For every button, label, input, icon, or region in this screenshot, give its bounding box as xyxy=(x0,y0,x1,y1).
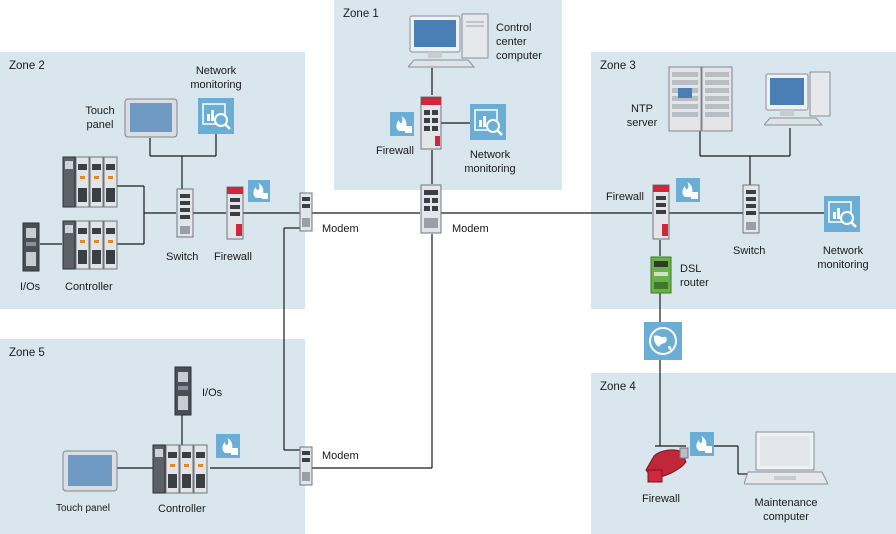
ntp-server-label: NTP server xyxy=(622,102,662,130)
zone2-touch-panel[interactable] xyxy=(124,98,178,138)
zone3-computer[interactable] xyxy=(764,70,832,130)
zone-title: Zone 1 xyxy=(343,8,379,20)
flame-wall-icon xyxy=(676,178,700,202)
zone2-controller-bottom[interactable] xyxy=(62,220,118,270)
zone3-network-monitoring-label: Network monitoring xyxy=(812,244,874,272)
chart-magnifier-icon[interactable] xyxy=(470,104,506,140)
flame-wall-icon xyxy=(216,434,240,458)
zone-3: Zone 3 xyxy=(591,52,896,309)
zone5-controller-label: Controller xyxy=(158,503,206,515)
zone-4: Zone 4 xyxy=(591,373,896,534)
zone3-firewall[interactable] xyxy=(652,184,670,240)
zone5-ios-module[interactable] xyxy=(174,366,192,416)
zone2-switch[interactable] xyxy=(176,188,194,238)
label-line: center xyxy=(496,36,527,48)
label-line: Control xyxy=(496,22,532,34)
zone1-modem-label: Modem xyxy=(452,223,489,235)
zone2-firewall[interactable] xyxy=(226,186,244,240)
zone2-firewall-label: Firewall xyxy=(214,251,252,263)
chart-magnifier-icon[interactable] xyxy=(198,98,234,134)
zone3-firewall-label: Firewall xyxy=(606,191,644,203)
flame-wall-icon xyxy=(390,112,414,136)
zone4-firewall-label: Firewall xyxy=(642,493,680,505)
globe-icon xyxy=(644,322,682,360)
zone2-touch-panel-label: Touch panel xyxy=(80,104,120,132)
zone-title: Zone 2 xyxy=(9,60,45,72)
label-line: computer xyxy=(763,511,809,523)
dsl-router[interactable] xyxy=(650,256,672,294)
zone2-modem[interactable] xyxy=(299,192,313,232)
zone3-switch-label: Switch xyxy=(733,245,766,257)
zone3-switch[interactable] xyxy=(742,184,760,234)
zone1-network-monitoring-label: Network monitoring xyxy=(460,148,520,176)
label-line: Maintenance xyxy=(754,497,818,509)
zone2-modem-label: Modem xyxy=(322,223,359,235)
zone5-modem-label: Modem xyxy=(322,450,359,462)
label-line: server xyxy=(626,117,658,129)
zone1-firewall-label: Firewall xyxy=(376,145,414,157)
dsl-router-label: DSL router xyxy=(680,262,709,290)
zone-title: Zone 3 xyxy=(600,60,636,72)
label-line: monitoring xyxy=(817,259,869,271)
zone5-touch-panel[interactable] xyxy=(62,450,118,492)
label-line: computer xyxy=(496,50,542,62)
zone-title: Zone 4 xyxy=(600,381,636,393)
label-line: DSL xyxy=(680,263,702,275)
zone1-firewall[interactable] xyxy=(420,96,442,150)
zone2-ios-module[interactable] xyxy=(22,222,40,272)
control-center-computer[interactable] xyxy=(408,12,490,70)
zone1-modem[interactable] xyxy=(420,184,442,234)
zone5-controller[interactable] xyxy=(152,444,210,494)
zone-title: Zone 5 xyxy=(9,347,45,359)
control-center-label: Control center computer xyxy=(496,21,542,63)
zone2-controller-top[interactable] xyxy=(62,156,118,208)
label-line: router xyxy=(680,277,709,289)
zone5-touch-panel-label: Touch panel xyxy=(56,503,110,514)
zone4-firewall-dongle[interactable] xyxy=(640,444,692,486)
flame-wall-icon xyxy=(690,432,714,456)
zone2-ios-label: I/Os xyxy=(20,281,41,293)
label-line: NTP xyxy=(631,103,653,115)
label-line: Touch xyxy=(85,105,115,117)
flame-wall-icon xyxy=(248,180,270,202)
zone5-modem[interactable] xyxy=(299,446,313,486)
label-line: Network xyxy=(822,245,864,257)
zone2-controller-label: Controller xyxy=(65,281,113,293)
maintenance-laptop[interactable] xyxy=(744,430,828,488)
zone2-switch-label: Switch xyxy=(166,251,199,263)
zone2-network-monitoring-label: Network monitoring xyxy=(186,64,246,92)
zone-5: Zone 5 xyxy=(0,339,305,534)
label-line: panel xyxy=(86,119,114,131)
zone5-ios-label: I/Os xyxy=(202,387,223,399)
maintenance-computer-label: Maintenance computer xyxy=(752,496,820,524)
label-line: monitoring xyxy=(190,79,242,91)
label-line: Network xyxy=(469,149,511,161)
chart-magnifier-icon[interactable] xyxy=(824,196,860,232)
ntp-server[interactable] xyxy=(668,66,734,132)
label-line: Network xyxy=(195,65,237,77)
label-line: monitoring xyxy=(464,163,516,175)
